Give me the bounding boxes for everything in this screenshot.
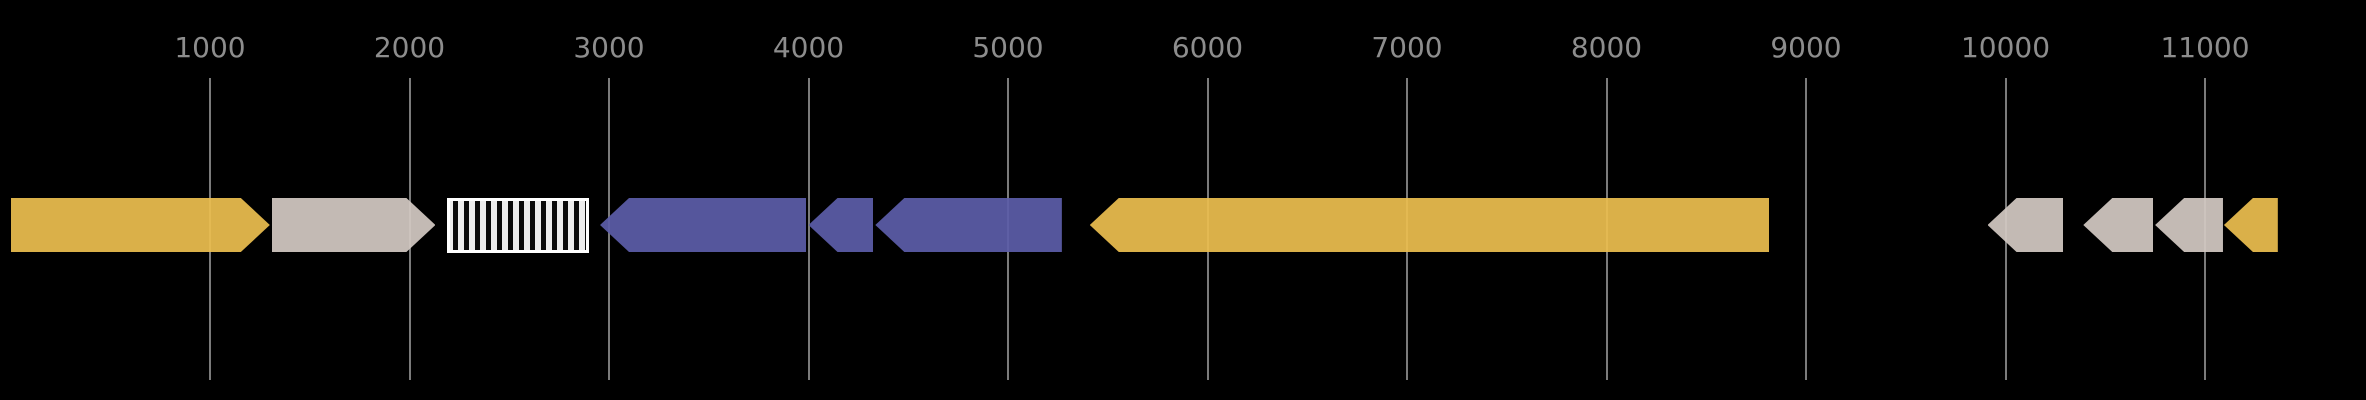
axis-gridline [807, 78, 810, 380]
axis-tick-label: 3000 [573, 31, 645, 64]
axis-tick-label: 2000 [373, 31, 446, 64]
feature-9-gene-arrow [2083, 198, 2153, 252]
axis-tick-label: 7000 [1371, 31, 1443, 64]
feature-8-gene-arrow [1987, 198, 2064, 252]
feature-10-gene-arrow [2155, 198, 2223, 252]
axis-tick-label: 6000 [1171, 31, 1244, 64]
feature-5-gene-arrow [808, 198, 874, 252]
axis-tick-label: 9000 [1770, 31, 1842, 64]
feature-6-gene-arrow [875, 198, 1062, 252]
axis-gridline [1805, 78, 1807, 380]
feature-3-striped-box [447, 198, 590, 253]
axis-tick-label: 5000 [972, 31, 1044, 64]
feature-4-gene-arrow [600, 198, 807, 252]
axis-tick-label: 11000 [2160, 31, 2250, 64]
axis-tick-label: 1000 [174, 31, 246, 64]
axis-tick-label: 8000 [1570, 31, 1643, 64]
feature-7-gene-arrow [1089, 198, 1770, 252]
feature-1-gene-arrow [10, 198, 270, 252]
axis-tick-label: 4000 [772, 31, 845, 64]
axis-tick-label: 10000 [1960, 31, 2051, 64]
feature-2-gene-arrow [271, 198, 436, 252]
feature-11-gene-arrow [2223, 198, 2278, 252]
